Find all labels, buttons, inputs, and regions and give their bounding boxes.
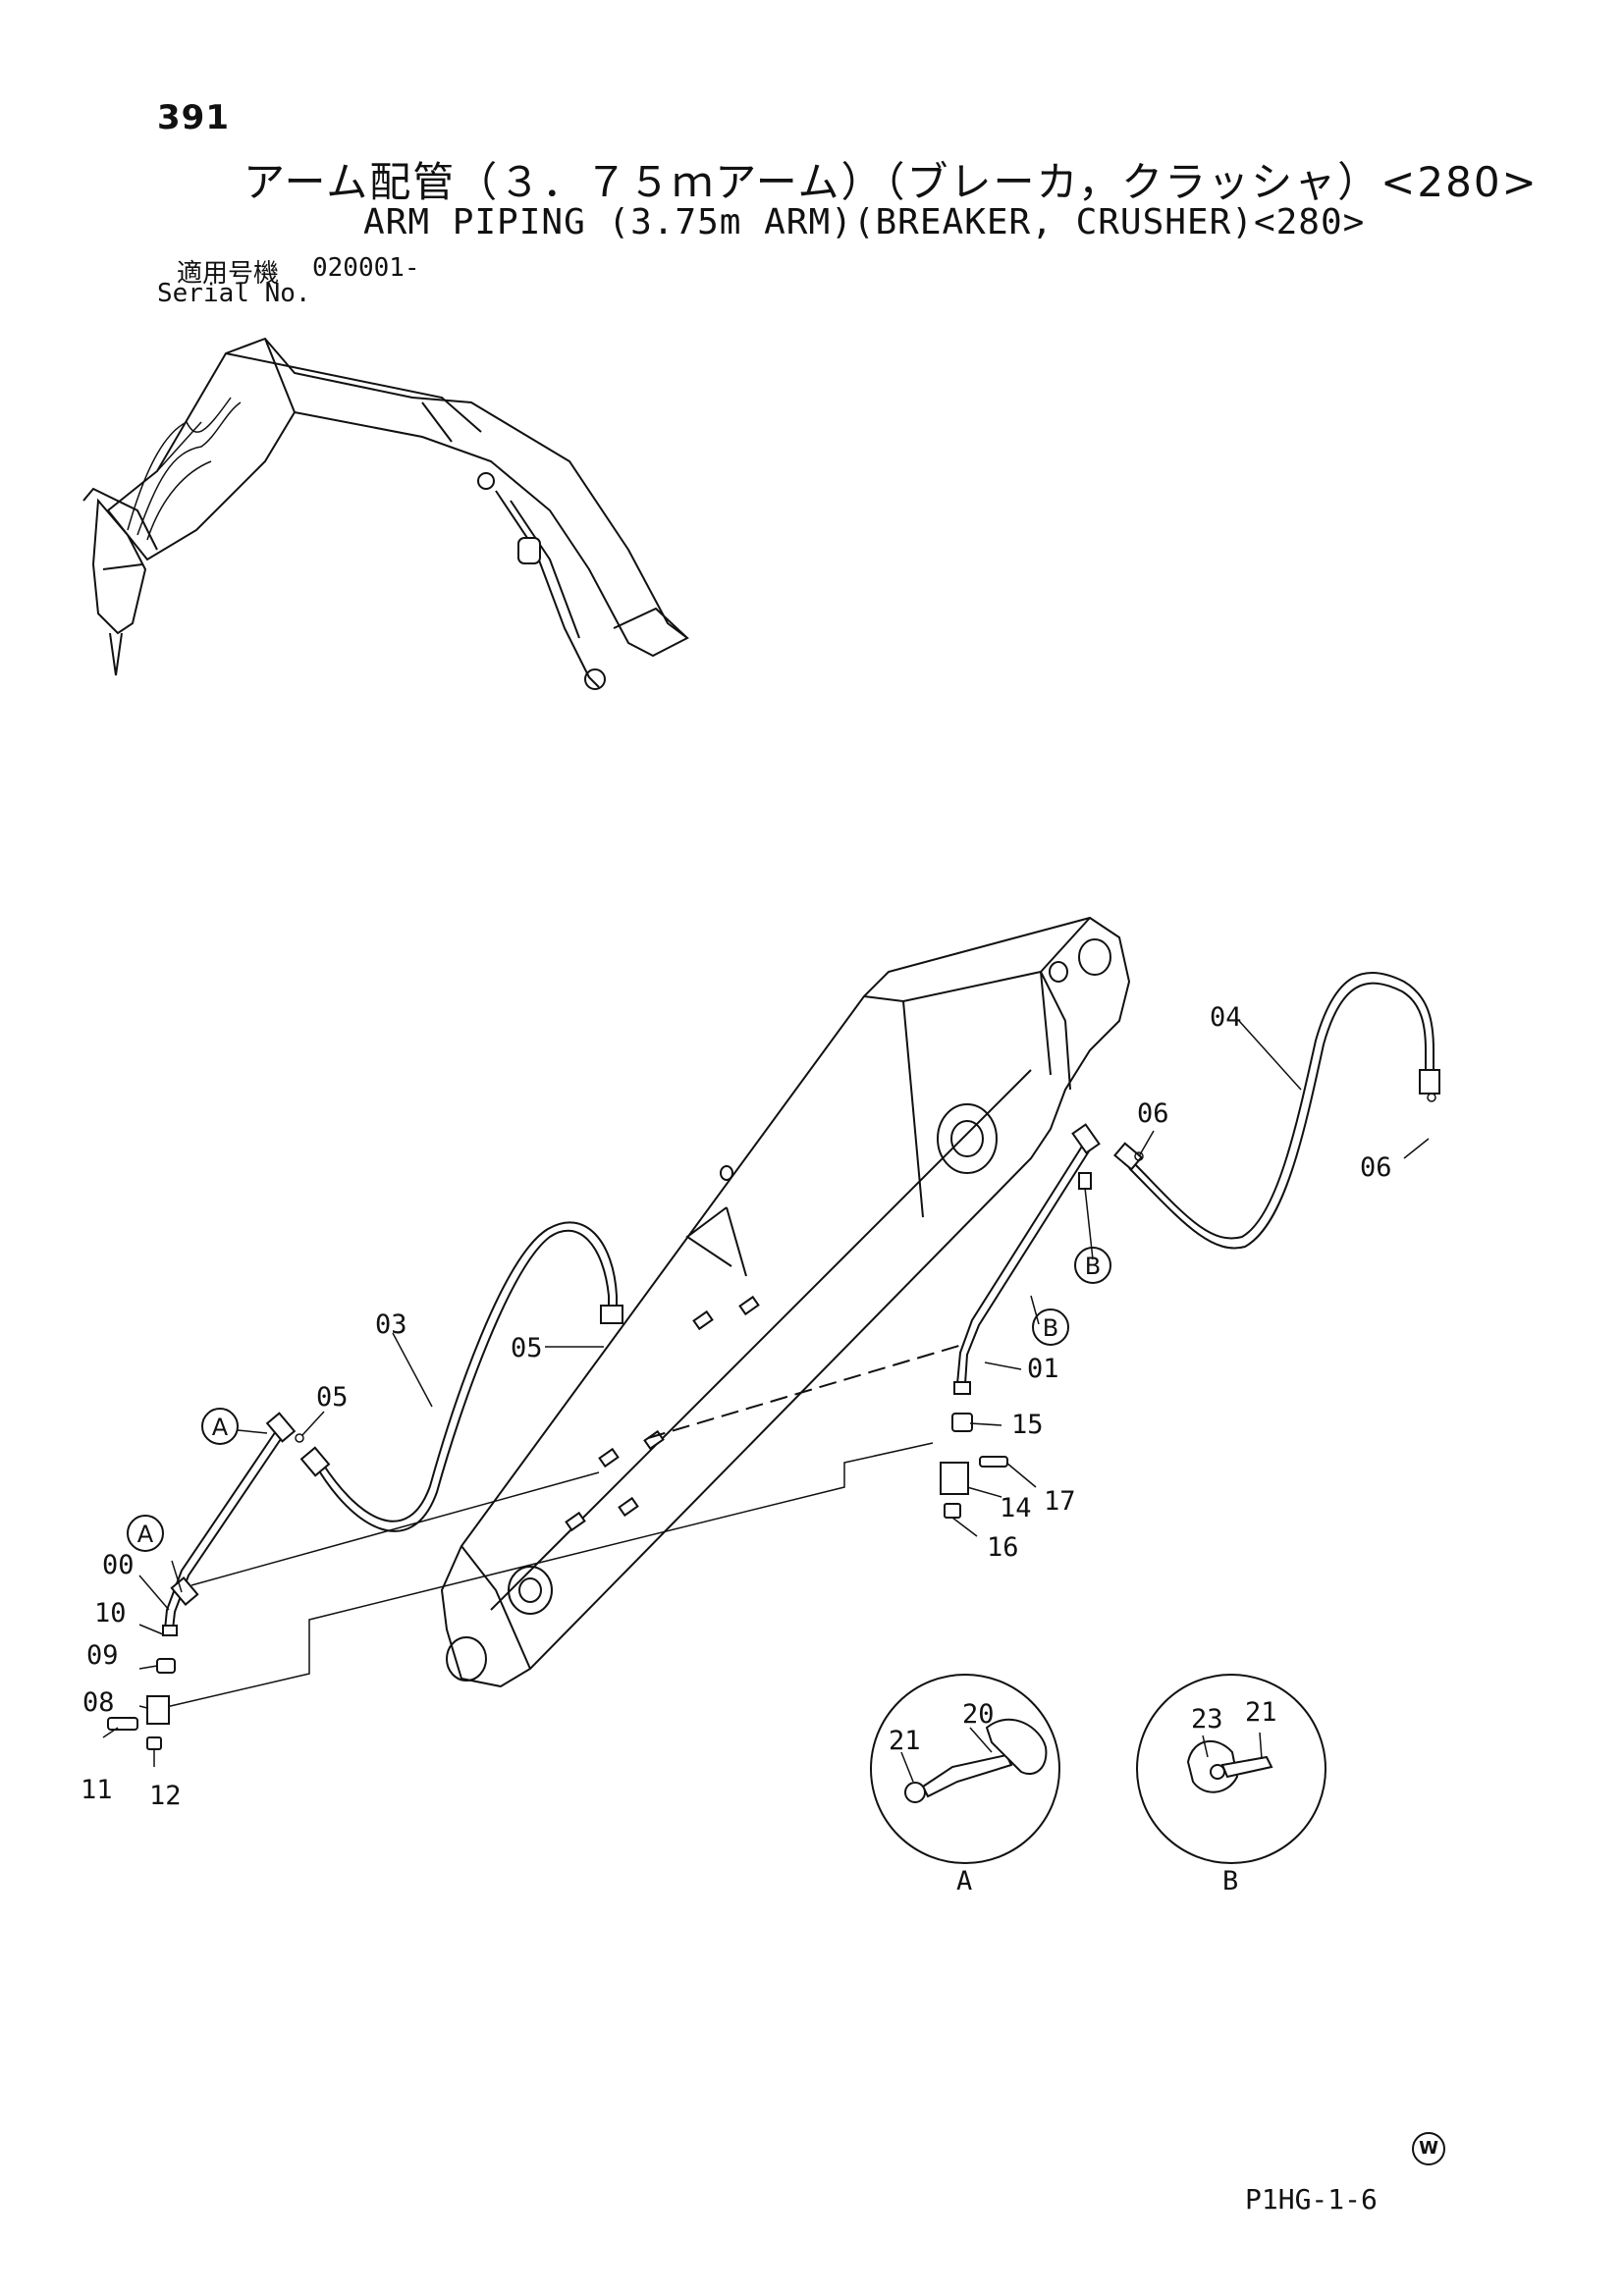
part-label-06-upper: 06 bbox=[1137, 1098, 1169, 1129]
part-label-06-right: 06 bbox=[1360, 1152, 1392, 1183]
part-label-21-detail-a: 21 bbox=[889, 1726, 921, 1756]
part-label-16: 16 bbox=[987, 1532, 1019, 1563]
part-label-01: 01 bbox=[1027, 1354, 1059, 1384]
part-label-00: 00 bbox=[102, 1550, 135, 1580]
part-label-04: 04 bbox=[1210, 1002, 1242, 1033]
part-label-03: 03 bbox=[375, 1309, 407, 1340]
page-code: P1HG-1-6 bbox=[1245, 2183, 1378, 2216]
part-label-23: 23 bbox=[1191, 1704, 1223, 1735]
serial-label-english: Serial No. bbox=[157, 279, 311, 308]
part-label-20: 20 bbox=[962, 1699, 995, 1730]
left-pipe-assembly bbox=[107, 1221, 623, 1750]
part-label-17: 17 bbox=[1044, 1486, 1076, 1517]
part-label-21-detail-b: 21 bbox=[1245, 1697, 1277, 1728]
part-label-08: 08 bbox=[82, 1687, 115, 1718]
part-label-12: 12 bbox=[149, 1781, 182, 1811]
part-label-05-left: 05 bbox=[316, 1382, 349, 1413]
detail-a-caption: A bbox=[956, 1866, 972, 1896]
part-label-09: 09 bbox=[86, 1640, 119, 1671]
part-label-15: 15 bbox=[1011, 1410, 1044, 1440]
w-mark-symbol: W bbox=[1412, 2132, 1445, 2165]
detail-view-b bbox=[1136, 1674, 1326, 1864]
page-title-japanese: アーム配管（３．７５ｍアーム）（ブレーカ，クラッシャ）<280> bbox=[244, 158, 1539, 206]
detail-view-a bbox=[870, 1674, 1060, 1864]
callout-a-lower: A bbox=[127, 1515, 164, 1552]
callout-b-upper-letter: B bbox=[1085, 1253, 1101, 1280]
right-pipe-assembly bbox=[940, 971, 1440, 1519]
serial-number-value: 020001- bbox=[312, 253, 420, 283]
reference-lines bbox=[161, 1344, 963, 1709]
part-label-05-arm: 05 bbox=[511, 1333, 543, 1363]
serial-label-japanese: 適用号機 bbox=[177, 259, 280, 289]
part-labels: 04 06 06 01 15 14 17 16 03 05 05 00 10 0… bbox=[81, 1002, 1392, 1896]
callout-a-lower-letter: A bbox=[137, 1521, 154, 1548]
page-title-english: ARM PIPING (3.75m ARM)(BREAKER, CRUSHER)… bbox=[363, 202, 1366, 242]
overview-excavator-arm-illustration bbox=[82, 337, 689, 690]
leader-lines bbox=[102, 1020, 1430, 1783]
callout-b-lower-letter: B bbox=[1043, 1314, 1058, 1342]
callout-a-upper: A bbox=[201, 1408, 239, 1445]
callout-b-upper: B bbox=[1074, 1247, 1111, 1284]
callout-b-lower: B bbox=[1032, 1308, 1069, 1346]
callout-a-upper-letter: A bbox=[212, 1414, 229, 1441]
part-label-11: 11 bbox=[81, 1775, 113, 1805]
arm-body bbox=[440, 916, 1131, 1688]
detail-b-caption: B bbox=[1222, 1866, 1238, 1896]
page-number: 391 bbox=[157, 98, 230, 137]
part-label-10: 10 bbox=[94, 1598, 127, 1629]
part-label-14: 14 bbox=[1000, 1493, 1032, 1523]
